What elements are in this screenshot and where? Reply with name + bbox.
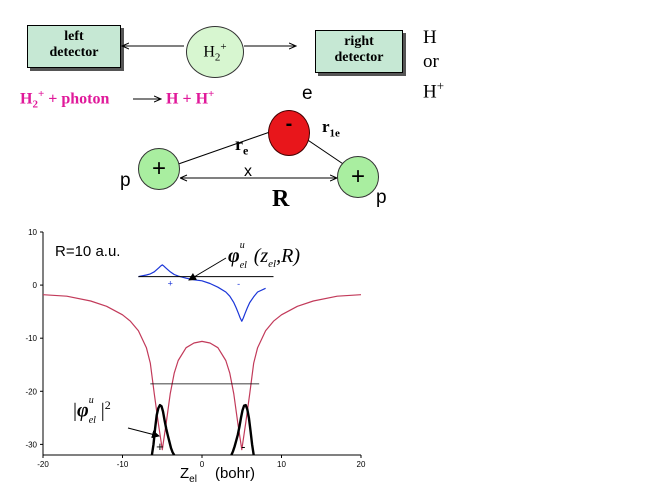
density-minus-sign: - xyxy=(241,439,245,454)
outcome-line2: or xyxy=(423,51,439,72)
phi-sub: el xyxy=(239,260,247,271)
electron-symbol: - xyxy=(285,113,293,135)
density-phi: φ xyxy=(77,399,89,422)
potential-curve xyxy=(42,294,362,451)
proton-left-label: p xyxy=(120,170,131,191)
x-axis-label: Zel (bohr) xyxy=(180,465,255,485)
x-tick-label: 10 xyxy=(277,460,286,469)
density-prefix: | xyxy=(73,399,78,422)
R-label: R xyxy=(272,186,290,212)
r1e-main: r xyxy=(322,117,330,136)
right-detector-box: right detector xyxy=(315,30,403,73)
r1e-label: r1e xyxy=(322,117,340,139)
x-tick-label: 0 xyxy=(200,460,205,469)
density-phi-sup: u xyxy=(88,394,94,406)
electron: - xyxy=(268,110,310,156)
reaction-text: H2+ + photon xyxy=(20,88,109,111)
x-axis-label-main: Z xyxy=(180,465,190,482)
proton-left: + xyxy=(138,148,180,190)
potential-chart: 10 0 -10 -20 -30 -20 -10 0 10 20 + - + - xyxy=(25,228,366,469)
phi-symbol: φ xyxy=(228,245,240,267)
re-main: r xyxy=(235,134,243,154)
y-tick-label: 10 xyxy=(28,228,37,237)
reaction-rhs-text: H + H+ xyxy=(166,88,214,108)
reaction-rhs-sup: + xyxy=(208,88,215,100)
x-tick-label: -10 xyxy=(117,460,129,469)
reaction-lhs: H xyxy=(20,90,33,108)
molecule-circle: H2+ xyxy=(186,26,244,78)
outcome-line3: H xyxy=(423,81,437,103)
annotation-R: R=10 a.u. xyxy=(55,243,121,260)
molecule-label: H xyxy=(203,43,215,61)
outcome-text: H or H+ xyxy=(423,26,444,104)
y-tick-label: -30 xyxy=(25,440,37,449)
reaction-photon: + photon xyxy=(44,90,110,108)
left-detector-line2: detector xyxy=(49,45,99,60)
reaction-lhs-sub: 2 xyxy=(32,98,38,111)
density-plus-sign: + xyxy=(156,439,164,454)
proton-left-symbol: + xyxy=(151,155,166,182)
density-curve xyxy=(150,403,176,456)
y-tick-label: -10 xyxy=(25,334,37,343)
reaction-lhs-sup: + xyxy=(37,88,45,100)
wavefunction-curve xyxy=(138,264,266,322)
electron-label: e xyxy=(302,83,313,104)
outcome-line1: H xyxy=(423,27,437,48)
wave-minus-sign: - xyxy=(237,279,240,289)
phi-args: (z xyxy=(253,245,269,267)
x-tick-label: 20 xyxy=(357,460,366,469)
phi-args-end: ,R) xyxy=(276,245,300,267)
x-axis-label-sub: el xyxy=(189,474,197,485)
phi-sup: u xyxy=(239,240,245,251)
re-line xyxy=(166,125,288,169)
y-tick-label: -20 xyxy=(25,387,37,396)
wave-plus-sign: + xyxy=(168,279,173,289)
right-detector-line1: right xyxy=(344,34,374,49)
proton-right-symbol: + xyxy=(350,163,365,190)
right-detector-line2: detector xyxy=(334,50,384,65)
reaction-rhs: H + H xyxy=(166,90,209,108)
left-detector-line1: left xyxy=(64,29,84,44)
density-power: 2 xyxy=(104,398,111,412)
proton-right-label: p xyxy=(376,187,387,208)
r1e-sub: 1e xyxy=(329,127,340,140)
density-curve xyxy=(230,403,255,456)
re-label: re xyxy=(235,134,248,159)
re-sub: e xyxy=(243,143,249,158)
outcome-line3-sup: + xyxy=(436,78,445,93)
molecule-sub: 2 xyxy=(214,51,221,64)
density-phi-sub: el xyxy=(88,414,96,426)
phi-pointer-arrow xyxy=(188,257,227,281)
y-tick-label: 0 xyxy=(33,281,38,290)
x-axis-label-unit: (bohr) xyxy=(214,465,255,482)
density-suffix: | xyxy=(100,399,105,422)
x-tick-label: -20 xyxy=(37,460,49,469)
molecule-sup: + xyxy=(220,41,227,53)
phi-args-sub: el xyxy=(268,258,277,270)
proton-right: + xyxy=(337,156,379,198)
x-label: x xyxy=(244,163,252,180)
left-detector-box: left detector xyxy=(27,25,121,68)
density-pointer-arrow xyxy=(127,427,160,439)
